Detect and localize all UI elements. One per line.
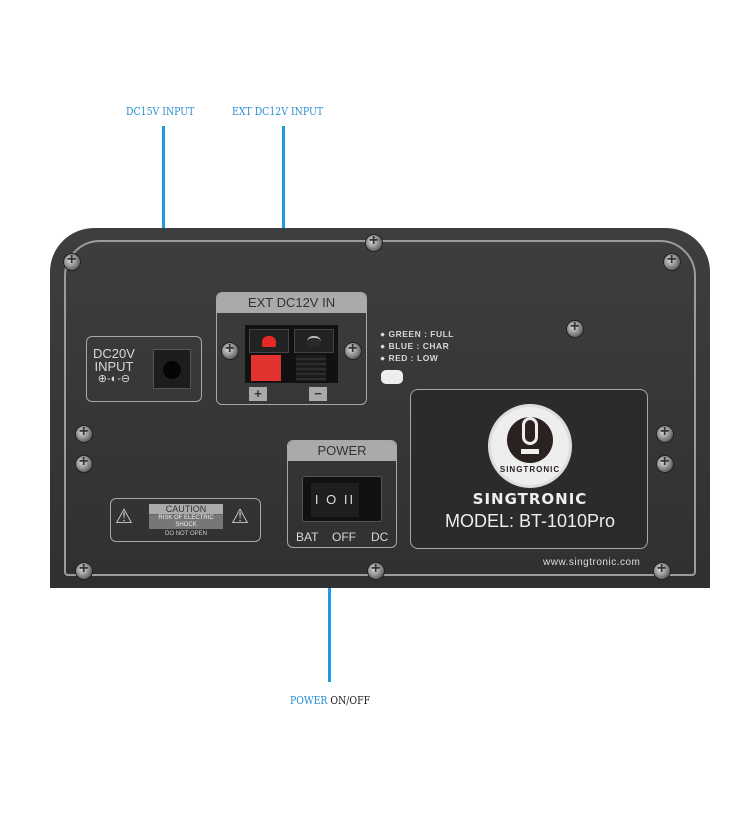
dc20v-input-box: DC20V INPUT ⊕-◐-⊖: [86, 336, 202, 402]
dc20v-label: DC20V INPUT ⊕-◐-⊖: [93, 347, 135, 386]
minus-label: −: [309, 387, 327, 401]
screw-icon: [75, 423, 93, 443]
dc15v-input-callout: DC15V INPUT: [126, 105, 195, 118]
power-onoff-callout: POWER ON/OFF: [290, 694, 370, 707]
dc20v-text: DC20V: [93, 346, 135, 361]
switch-bat-label: BAT: [296, 530, 319, 544]
red-terminal[interactable]: [251, 355, 281, 381]
input-text: INPUT: [94, 359, 134, 374]
model-number: MODEL: BT-1010Pro: [444, 511, 616, 531]
screw-icon: [367, 560, 385, 580]
screw-icon: [75, 453, 93, 473]
led-legend: ● GREEN : FULL ● BLUE : CHAR ● RED : LOW: [380, 329, 454, 363]
caution-label: ⚠ ⚠ CAUTION RISK OF ELECTRIC SHOCK DO NO…: [110, 498, 261, 542]
screw-icon: [653, 560, 671, 580]
dc-jack-hole: [163, 361, 181, 379]
brand-plate: SINGTRONIC SINGTRONIC MODEL: BT-1010Pro: [410, 389, 648, 549]
callout-onoff-word: ON/OFF: [330, 694, 371, 707]
ext-dc12v-box: EXT DC12V IN + −: [216, 292, 367, 405]
led-red-label: ● RED : LOW: [380, 353, 439, 363]
plus-label: +: [249, 387, 267, 401]
switch-off-label: OFF: [332, 530, 356, 544]
warning-icon: ⚠: [231, 506, 249, 528]
ext-dc12v-input-callout: EXT DC12V INPUT: [232, 105, 324, 118]
power-title: POWER: [288, 441, 396, 461]
dc-jack[interactable]: [153, 349, 191, 389]
black-terminal[interactable]: [296, 355, 326, 381]
power-switch-box: POWER I O II BAT OFF DC: [287, 440, 397, 548]
status-led: [381, 370, 403, 384]
warning-icon: ⚠: [115, 506, 133, 528]
brand-name: SINGTRONIC: [472, 490, 588, 508]
screw-icon: [656, 423, 674, 443]
singtronic-logo: SINGTRONIC: [488, 404, 572, 488]
ext-dc12v-title: EXT DC12V IN: [217, 293, 366, 313]
polarity-icon: ⊕-◐-⊖: [97, 373, 131, 385]
led-blue-label: ● BLUE : CHAR: [380, 341, 450, 351]
caution-title: CAUTION: [149, 504, 223, 515]
website-text: www.singtronic.com: [543, 557, 641, 568]
screw-icon: [566, 318, 584, 338]
caution-text: RISK OF ELECTRIC SHOCK: [149, 515, 223, 529]
screw-icon: [663, 251, 681, 271]
screw-icon: [365, 232, 383, 252]
screw-icon: [221, 340, 239, 360]
switch-dc-label: DC: [371, 530, 389, 544]
callout-power-word: POWER: [290, 694, 328, 707]
screw-icon: [656, 453, 674, 473]
callout-line: [282, 126, 285, 300]
spring-terminal[interactable]: [245, 325, 338, 383]
screw-icon: [63, 251, 81, 271]
screw-icon: [344, 340, 362, 360]
power-rocker-switch[interactable]: I O II: [302, 476, 382, 522]
callout-line: [328, 496, 331, 682]
do-not-open-text: DO NOT OPEN: [165, 531, 207, 537]
screw-icon: [75, 560, 93, 580]
switch-symbols: I O II: [311, 483, 359, 517]
led-green-label: ● GREEN : FULL: [380, 329, 454, 339]
